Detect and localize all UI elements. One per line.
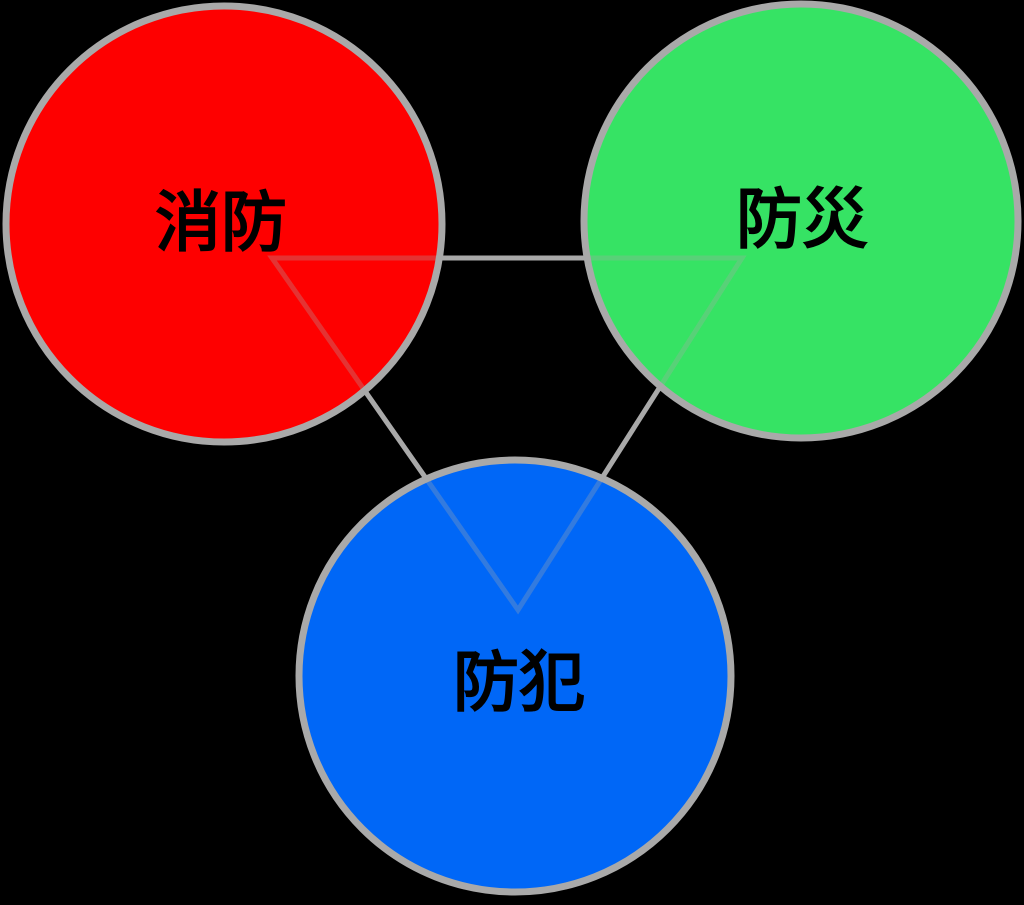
node-circle-fire-fighting [2,2,446,446]
node-label-fire-fighting: 消防 [155,185,287,259]
node-label-crime-prevention: 防犯 [453,645,585,719]
connector-triangle-overlay [267,255,747,615]
node-label-disaster-prevention: 防災 [736,182,868,256]
connector-triangle [267,255,747,615]
node-circle-crime-prevention [295,456,735,896]
node-circle-disaster-prevention [580,0,1022,442]
